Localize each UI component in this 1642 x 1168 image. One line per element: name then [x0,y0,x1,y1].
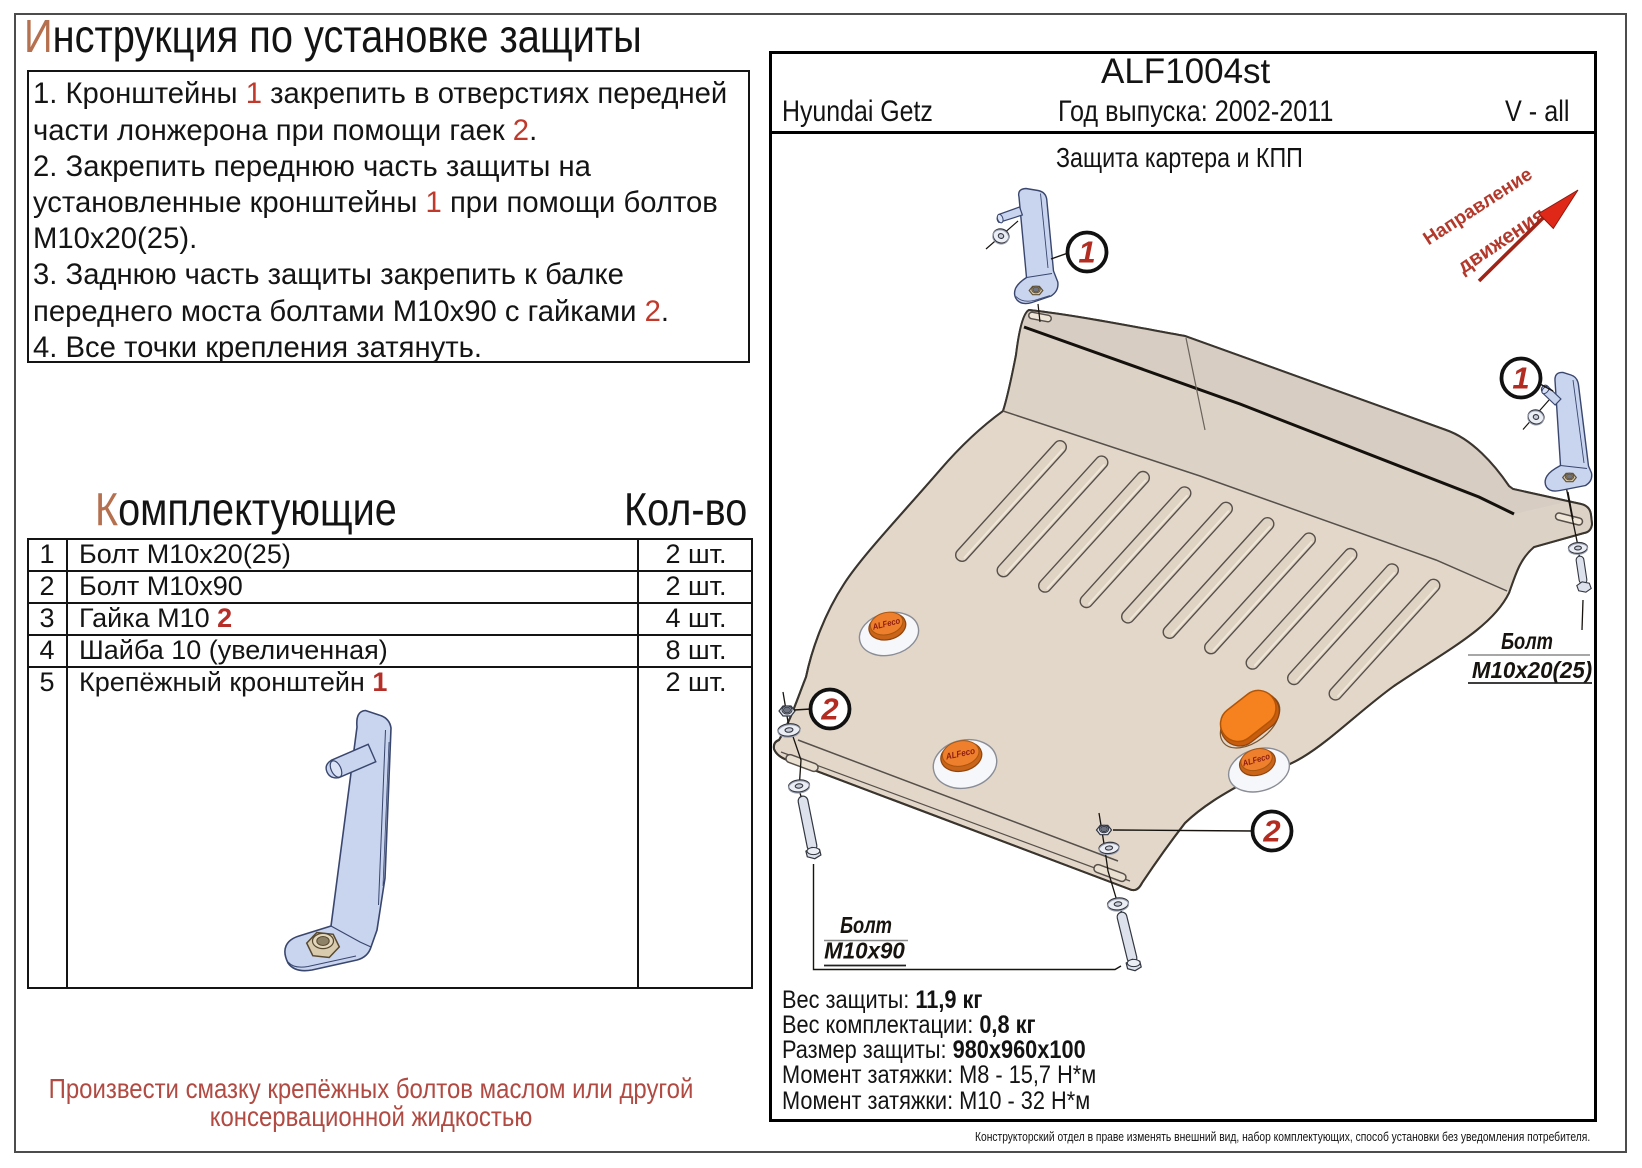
svg-text:Болт: Болт [840,913,892,939]
svg-text:2: 2 [1262,814,1280,849]
svg-text:М10х90: М10х90 [824,937,905,964]
svg-text:М10х20(25): М10х20(25) [1472,656,1592,683]
svg-text:2: 2 [820,692,838,727]
svg-text:1: 1 [1078,235,1095,270]
svg-text:1: 1 [1512,361,1529,396]
svg-text:Болт: Болт [1501,629,1553,655]
